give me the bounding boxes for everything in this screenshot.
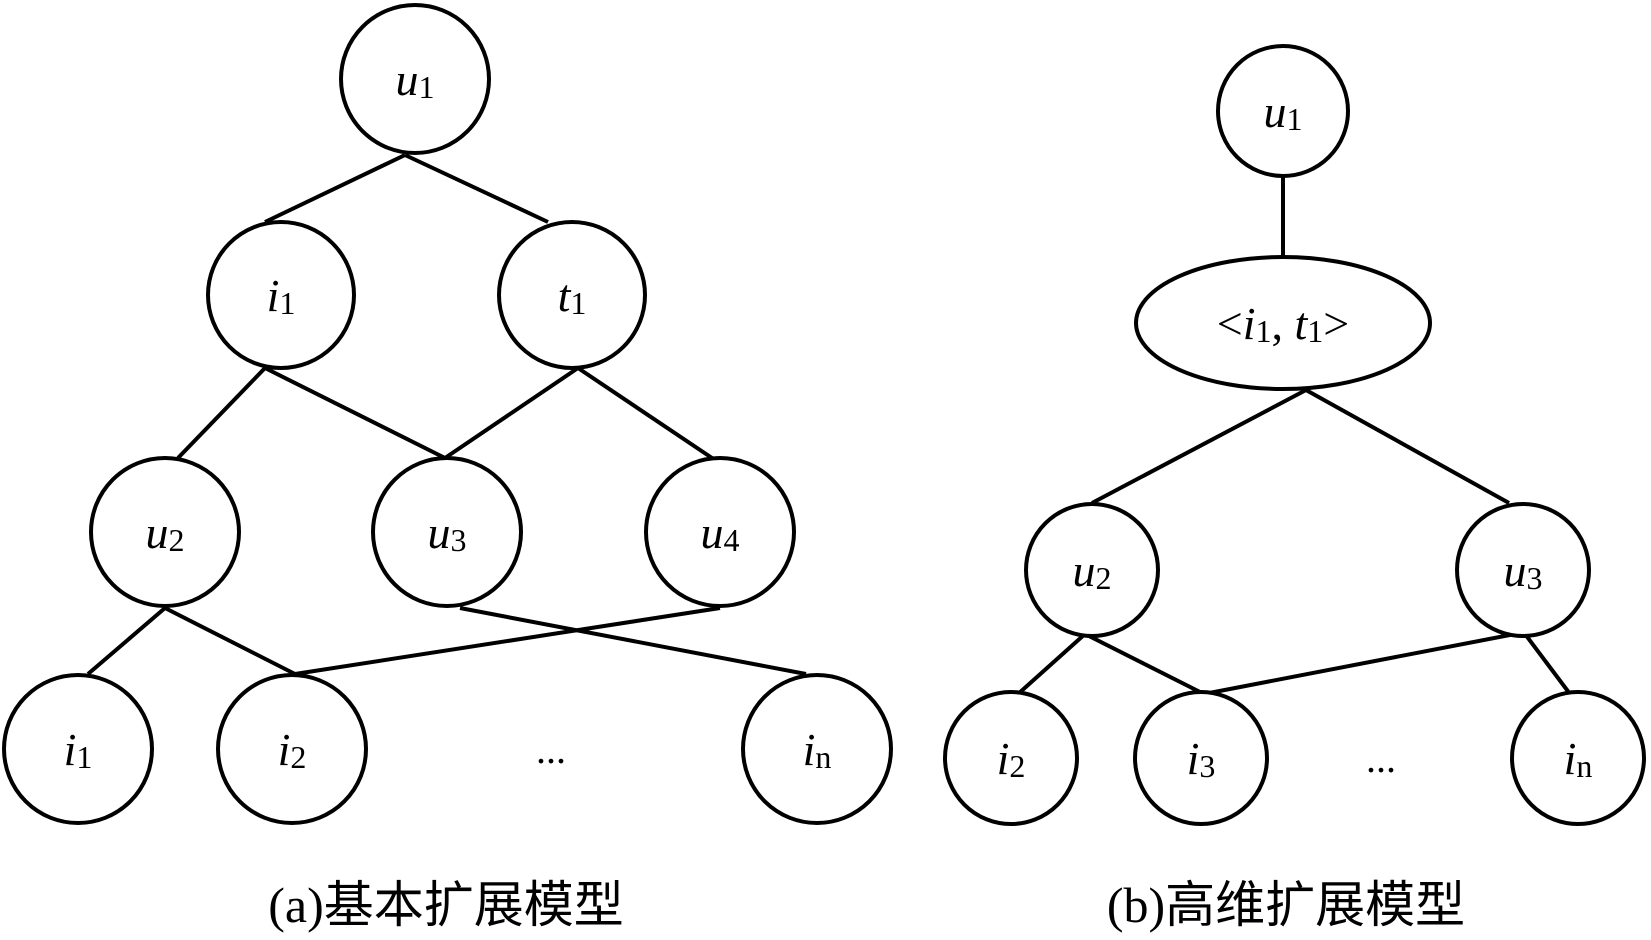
panel-a-node-i1: i1 bbox=[206, 220, 356, 370]
svg-text:u2: u2 bbox=[146, 507, 185, 558]
panel-b-node-u3: u3 bbox=[1455, 502, 1591, 638]
panel-a-edges bbox=[86, 153, 807, 676]
svg-text:i1: i1 bbox=[267, 270, 296, 321]
panel-b-node-u2: u2 bbox=[1024, 502, 1160, 638]
panel-b-node-u1: u1 bbox=[1216, 44, 1350, 178]
edge-t1-u4 bbox=[576, 366, 714, 460]
panel-a-node-bottom-in: in bbox=[741, 673, 893, 825]
edge-i1-u3 bbox=[264, 366, 446, 460]
panel-a-node-u3: u3 bbox=[371, 456, 523, 608]
panel-b-node-bottom-in: in bbox=[1510, 690, 1646, 826]
panel-a-node-u1: u1 bbox=[339, 3, 491, 155]
edge-b-u2-i2 bbox=[1016, 632, 1087, 696]
panel-a-ellipsis: ... bbox=[536, 727, 566, 772]
edge-b-u3-in bbox=[1523, 632, 1572, 696]
panel-a-node-bottom-i2: i2 bbox=[216, 673, 368, 825]
edge-u1-i1 bbox=[264, 153, 406, 224]
panel-a-node-bottom-i1: i1 bbox=[2, 673, 154, 825]
edge-b-u3-i3 bbox=[1203, 632, 1516, 696]
edge-b-pair-u3 bbox=[1305, 388, 1510, 505]
edge-b-pair-u2 bbox=[1091, 388, 1307, 505]
svg-text:t1: t1 bbox=[558, 270, 587, 321]
edge-u2-i2 bbox=[164, 606, 296, 676]
svg-text:i2: i2 bbox=[997, 733, 1026, 784]
panel-b-caption: (b)高维扩展模型 bbox=[1107, 877, 1465, 933]
svg-text:u2: u2 bbox=[1073, 545, 1112, 596]
svg-text:u4: u4 bbox=[701, 507, 740, 558]
panel-a-node-u4: u4 bbox=[644, 456, 796, 608]
svg-text:in: in bbox=[1564, 733, 1593, 784]
panel-a-node-u2: u2 bbox=[89, 456, 241, 608]
panel-b-node-bottom-i2: i2 bbox=[943, 690, 1079, 826]
svg-text:in: in bbox=[803, 724, 832, 775]
panel-a-caption: (a)基本扩展模型 bbox=[268, 877, 624, 933]
edge-u2-i1 bbox=[86, 606, 167, 676]
svg-text:<i1, t1>: <i1, t1> bbox=[1217, 298, 1349, 349]
svg-text:u3: u3 bbox=[1504, 545, 1543, 596]
panel-b-ellipsis: ... bbox=[1366, 736, 1396, 781]
svg-text:u1: u1 bbox=[396, 54, 435, 105]
svg-text:i1: i1 bbox=[64, 724, 93, 775]
edge-i1-u2 bbox=[176, 366, 267, 460]
svg-text:i2: i2 bbox=[278, 724, 307, 775]
svg-text:u3: u3 bbox=[428, 507, 467, 558]
svg-text:i3: i3 bbox=[1187, 733, 1216, 784]
edge-b-u2-i3 bbox=[1084, 632, 1205, 696]
edge-u1-t1 bbox=[404, 153, 549, 224]
panel-b-node-bottom-i3: i3 bbox=[1133, 690, 1269, 826]
svg-text:u1: u1 bbox=[1264, 86, 1303, 137]
edge-u4-i2 bbox=[294, 606, 721, 676]
panel-b-node-pair: <i1, t1> bbox=[1134, 255, 1432, 391]
panel-b-edges bbox=[1016, 176, 1572, 696]
edge-u3-in bbox=[459, 606, 807, 676]
panel-a-node-t1: t1 bbox=[497, 220, 647, 370]
edge-t1-u3 bbox=[443, 366, 580, 460]
